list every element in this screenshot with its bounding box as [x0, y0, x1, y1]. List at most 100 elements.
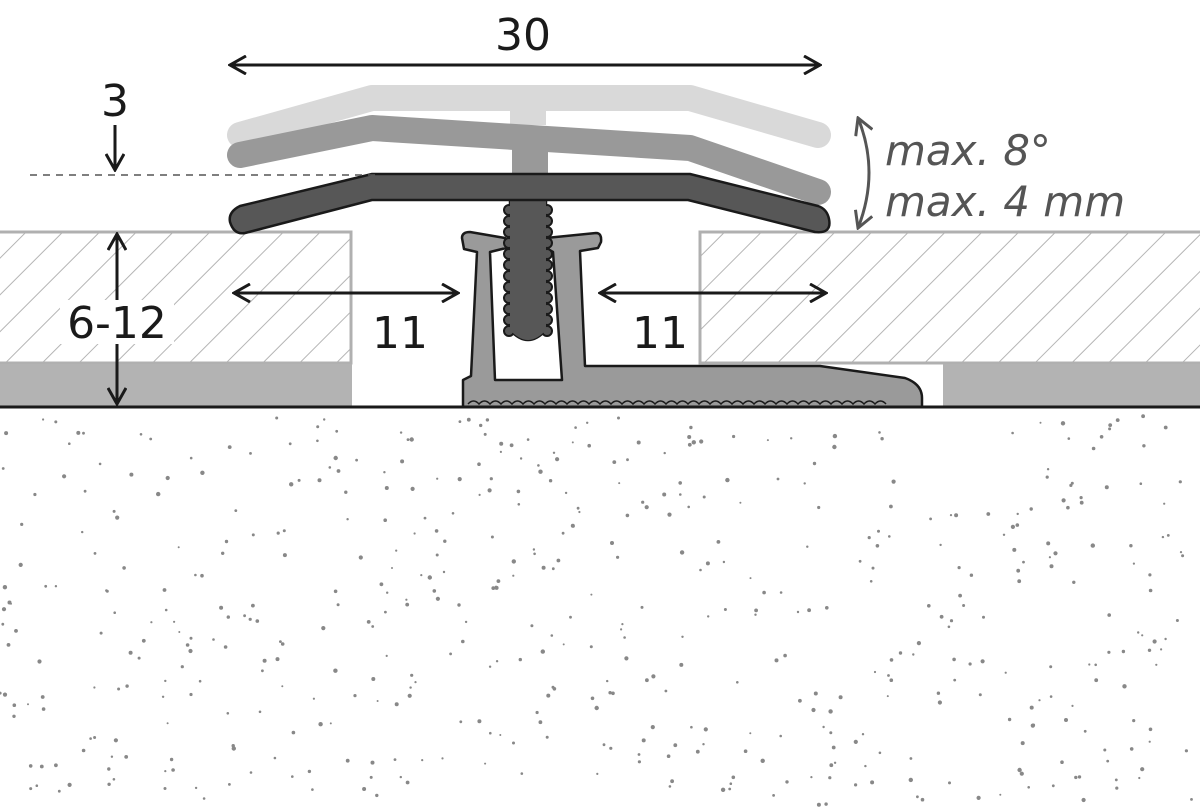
subfloor-dot	[1148, 740, 1151, 743]
left-underlay	[0, 364, 352, 406]
subfloor-dot	[1148, 727, 1153, 732]
screw-stem	[503, 193, 553, 342]
subfloor-dot	[276, 531, 280, 535]
subfloor-dot	[1115, 418, 1120, 422]
subfloor-dot	[728, 787, 732, 791]
cap-ghost-mid	[227, 115, 831, 205]
subfloor-dot	[280, 642, 285, 646]
subfloor-dot	[668, 785, 672, 788]
subfloor-dot	[288, 442, 292, 446]
subfloor-dot	[969, 573, 974, 577]
subfloor-dot	[202, 797, 206, 800]
width-label: 30	[495, 10, 551, 61]
subfloor-dot	[743, 749, 748, 753]
subfloor-dot	[645, 678, 649, 683]
subfloor-dot	[637, 760, 642, 764]
subfloor-dot	[546, 693, 551, 698]
subfloor-dot	[219, 605, 224, 610]
subfloor-dot	[916, 795, 919, 799]
subfloor-dot	[1046, 541, 1051, 546]
subfloor-dot	[594, 705, 599, 711]
subfloor-dot	[353, 694, 357, 698]
subfloor-dot	[736, 681, 739, 684]
subfloor-dot	[640, 605, 644, 609]
subfloor-dot	[282, 553, 287, 558]
subfloor-dot	[887, 674, 890, 677]
subfloor-dot	[20, 522, 24, 527]
subfloor-dot	[679, 493, 682, 496]
subfloor-dot	[824, 802, 828, 806]
subfloor-dot	[898, 651, 903, 655]
subfloor-dot	[569, 615, 572, 619]
subfloor-dot	[806, 545, 809, 548]
subfloor-dot	[164, 608, 168, 612]
subfloor-dot	[952, 657, 956, 662]
subfloor-dot	[376, 700, 379, 702]
subfloor-dot	[796, 610, 800, 614]
subfloor-dot	[2, 692, 8, 697]
subfloor-dot	[766, 439, 769, 442]
subfloor-dot	[81, 748, 86, 753]
subfloor-dot	[399, 431, 403, 434]
subfloor-dot	[616, 555, 620, 559]
subfloor-dot	[443, 539, 447, 543]
subfloor-dot	[1107, 650, 1111, 654]
subfloor-dot	[355, 458, 358, 462]
subfloor-dot	[371, 677, 376, 681]
subfloor-dot	[243, 614, 247, 618]
subfloor-dot	[867, 536, 871, 540]
subfloor-dot	[275, 416, 279, 420]
subfloor-dot	[1190, 798, 1193, 801]
subfloor-dot	[953, 678, 957, 682]
cap-ghost-mid-stem	[512, 140, 548, 175]
subfloor-dot	[432, 589, 437, 593]
subfloor-dot	[877, 529, 880, 533]
subfloor-dot	[371, 625, 375, 628]
subfloor-dot	[589, 645, 593, 649]
subfloor-dot	[107, 767, 111, 771]
right-gap-label: 11	[632, 308, 688, 359]
subfloor-dot	[618, 482, 621, 485]
subfloor-dot	[82, 431, 85, 435]
subfloor-dot	[520, 772, 524, 775]
subfloor-dot	[886, 695, 889, 698]
subfloor-dot	[976, 795, 981, 801]
subfloor-dot	[803, 482, 806, 485]
subfloor-dot	[281, 685, 284, 688]
subfloor-dot	[702, 743, 705, 746]
subfloor-dot	[978, 693, 982, 697]
subfloor-dot	[1045, 475, 1049, 479]
subfloor-dot	[316, 425, 320, 429]
subfloor-dot	[384, 610, 387, 614]
subfloor-dot	[1016, 512, 1019, 516]
subfloor-dot	[0, 691, 2, 695]
subfloor-dot	[785, 780, 789, 784]
subfloor-dot	[112, 509, 116, 513]
subfloor-dot	[4, 431, 9, 436]
subfloor-dot	[687, 442, 692, 447]
subfloor-dot	[1152, 639, 1157, 644]
subfloor-dot	[178, 631, 181, 633]
subfloor-dot	[173, 620, 176, 623]
subfloor-dot	[687, 435, 692, 439]
subfloor-dot	[128, 650, 133, 655]
tilt-range-arrow	[858, 118, 869, 228]
subfloor-dot	[1091, 446, 1096, 451]
subfloor-dot	[231, 744, 235, 748]
subfloor-dot	[44, 584, 48, 588]
subfloor-dot	[578, 510, 581, 514]
subfloor-dot	[7, 600, 12, 605]
subfloor-dot	[1164, 637, 1167, 641]
subfloor-dot	[282, 529, 286, 533]
subfloor-dot	[407, 693, 412, 698]
subfloor-dot	[321, 626, 326, 631]
subfloor-dot	[691, 440, 696, 445]
subfloor-dot	[41, 707, 46, 711]
subfloor-dot	[556, 558, 561, 563]
subfloor-dot	[490, 535, 494, 539]
subfloor-dot	[832, 444, 837, 450]
subfloor-dot	[1166, 534, 1170, 537]
subfloor-dot	[1079, 500, 1084, 505]
subfloor-dot	[537, 464, 540, 467]
